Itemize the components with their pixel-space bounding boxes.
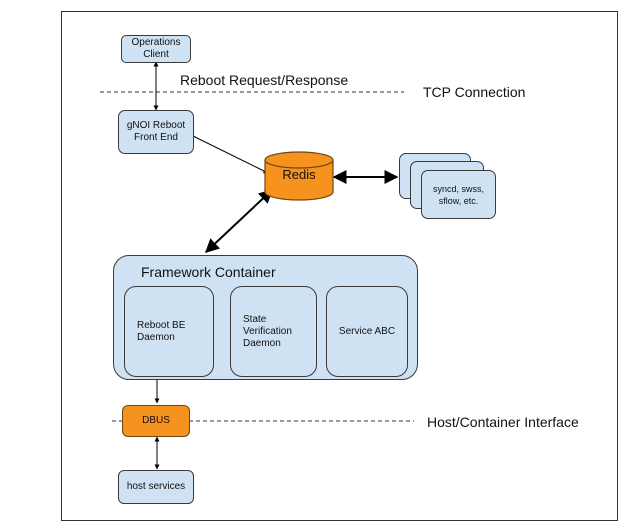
stack-box-front: syncd, swss, sflow, etc. bbox=[421, 170, 496, 219]
reboot-be-daemon-box: Reboot BE Daemon bbox=[124, 286, 214, 377]
state-verification-daemon-box: State Verification Daemon bbox=[230, 286, 317, 377]
redis-label: Redis bbox=[282, 167, 316, 182]
gnoi-front-end-box: gNOI Reboot Front End bbox=[118, 110, 194, 154]
host-services-label: host services bbox=[126, 481, 186, 492]
redis-cylinder: Redis bbox=[263, 150, 335, 202]
gnoi-front-end-label: gNOI Reboot Front End bbox=[126, 120, 186, 143]
host-services-box: host services bbox=[118, 470, 194, 504]
reboot-request-response-label: Reboot Request/Response bbox=[180, 72, 349, 88]
operations-client-box: Operations Client bbox=[121, 35, 191, 63]
diagram-frame bbox=[61, 11, 618, 521]
redis-to-framework-arrow bbox=[204, 189, 274, 253]
dbus-box: DBUS bbox=[122, 405, 190, 437]
framework-container-title: Framework Container bbox=[141, 264, 276, 280]
service-abc-box: Service ABC bbox=[326, 286, 408, 377]
state-verification-daemon-label: State Verification Daemon bbox=[243, 313, 292, 349]
frontend-to-redis-arrow bbox=[192, 135, 269, 174]
database-icon bbox=[264, 151, 334, 201]
tcp-connection-label: TCP Connection bbox=[423, 84, 526, 100]
stack-box-label: syncd, swss, sflow, etc. bbox=[432, 183, 484, 206]
operations-client-label: Operations Client bbox=[131, 37, 181, 60]
reboot-be-daemon-label: Reboot BE Daemon bbox=[137, 319, 186, 343]
service-abc-label: Service ABC bbox=[338, 325, 396, 337]
dbus-label: DBUS bbox=[142, 415, 170, 426]
host-container-interface-label: Host/Container Interface bbox=[427, 414, 579, 430]
